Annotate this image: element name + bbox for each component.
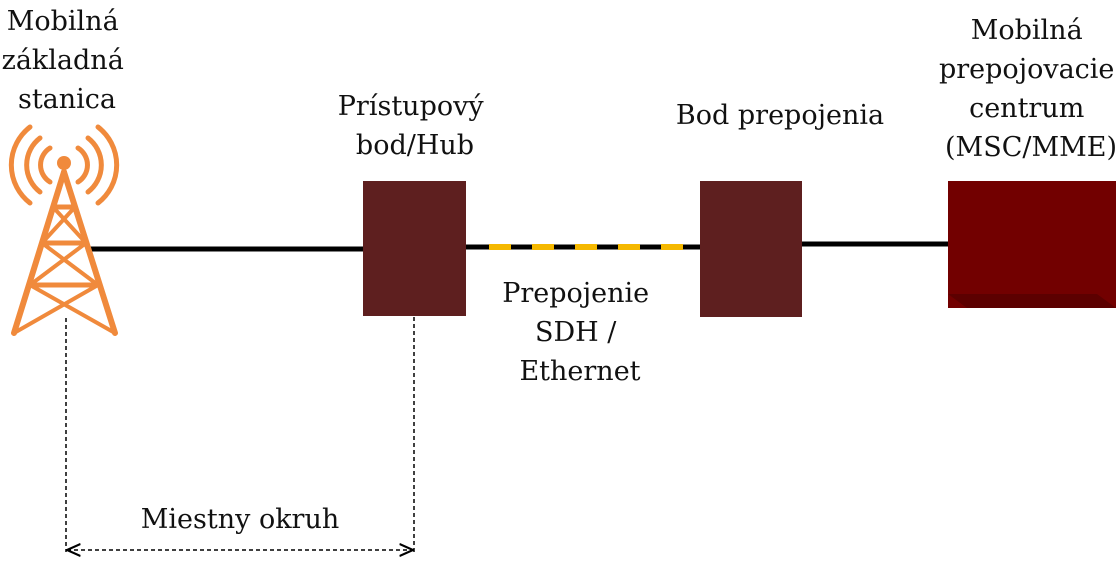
msc-label-line: centrum (969, 93, 1084, 124)
link-label-line: SDH / (535, 317, 617, 348)
base-station-label-line: základná (2, 45, 124, 76)
msc-label-line: Mobilná (971, 15, 1083, 46)
msc-label-line: (MSC/MME) (945, 132, 1117, 163)
hub-label: Prístupový bod/Hub (338, 91, 492, 161)
link-label: Prepojenie SDH / Ethernet (502, 278, 658, 387)
base-station-label-line: Mobilná (7, 6, 119, 37)
hub-label-line: bod/Hub (356, 130, 474, 161)
cell-tower-icon (8, 124, 120, 336)
switch-point-label: Bod prepojenia (676, 100, 884, 131)
link-label-line: Ethernet (519, 356, 640, 387)
msc-label-line: prepojovacie (939, 54, 1114, 85)
msc-cube-icon (948, 181, 1116, 308)
hub-label-line: Prístupový (338, 91, 485, 122)
link-label-line: Prepojenie (502, 278, 649, 309)
msc-label: Mobilná prepojovacie centrum (MSC/MME) (939, 15, 1119, 163)
switch-point-box (700, 181, 802, 317)
hub-box (363, 181, 466, 316)
base-station-label-line: stanica (18, 84, 116, 115)
base-station-label: Mobilná základná stanica (2, 6, 133, 115)
local-loop-label: Miestny okruh (141, 504, 340, 535)
